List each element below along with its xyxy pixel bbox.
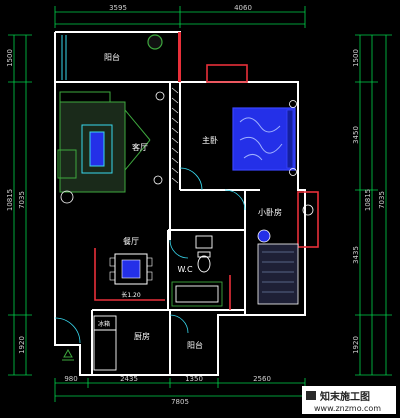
watermark: 知末施工图 www.znzmo.com <box>302 386 396 414</box>
dim-right-1: 1500 <box>352 49 360 67</box>
dim-top-2: 4060 <box>234 4 252 12</box>
dim-bottom-total: 7805 <box>171 398 189 406</box>
entry-arrow-icon <box>62 348 74 361</box>
balcony-top-railing <box>61 35 67 80</box>
dim-left-3: 7035 <box>18 191 26 209</box>
small-bedroom-bed <box>257 243 299 305</box>
room-label-master-bedroom: 主卧 <box>202 135 218 145</box>
watermark-brand: 知末施工图 <box>319 390 370 403</box>
dim-top-1: 3595 <box>109 4 127 12</box>
dim-right-2: 3450 <box>352 126 360 144</box>
dim-right-5: 3435 <box>352 246 360 264</box>
door-swings <box>54 167 246 344</box>
dim-right-3: 10815 <box>364 189 372 211</box>
dim-bottom-3: 1350 <box>185 375 203 383</box>
small-bedroom-lamp-icon <box>257 229 271 243</box>
master-bed <box>232 107 296 171</box>
dim-right-4: 7035 <box>378 191 386 209</box>
room-label-wc: W.C <box>177 265 193 274</box>
balcony-plant-icon <box>147 34 163 50</box>
living-room-plant-icon <box>153 175 163 185</box>
dim-left-4: 1920 <box>18 336 26 354</box>
dim-bottom-2: 2435 <box>120 375 138 383</box>
room-label-dining: 餐厅 <box>123 237 139 246</box>
room-label-living-room: 客厅 <box>132 142 148 152</box>
living-room-lamp-icon <box>155 91 165 101</box>
dim-left-2: 10815 <box>6 189 14 211</box>
room-label-balcony-top: 阳台 <box>104 52 120 62</box>
balcony-top-red-edge <box>178 32 181 82</box>
walls <box>54 31 306 376</box>
dim-right-6: 1920 <box>352 336 360 354</box>
watermark-url: www.znzmo.com <box>314 404 381 413</box>
bedside-lamp-icon <box>289 100 297 108</box>
room-label-balcony-bottom: 阳台 <box>187 340 203 350</box>
red-frames <box>94 64 319 310</box>
kitchen-counter <box>93 315 117 371</box>
living-room-furniture <box>57 91 151 193</box>
room-label-kitchen: 厨房 <box>134 331 150 341</box>
living-room-side-table-icon <box>60 190 74 204</box>
bedside-lamp-icon-2 <box>289 168 297 176</box>
room-label-small-bedroom: 小卧房 <box>258 207 282 217</box>
dim-bottom-4: 2560 <box>253 375 271 383</box>
small-bedroom-plant-icon <box>302 204 314 216</box>
wardrobe-hatch <box>171 87 179 184</box>
dimension-lines <box>8 6 392 402</box>
dining-table-note: 长1.20 <box>121 291 141 299</box>
bathroom-fixtures <box>171 235 223 307</box>
dim-bottom-1: 980 <box>64 375 77 383</box>
dim-left-1: 1500 <box>6 49 14 67</box>
dining-table-set <box>109 253 153 285</box>
label-fridge: 冰箱 <box>98 320 110 328</box>
